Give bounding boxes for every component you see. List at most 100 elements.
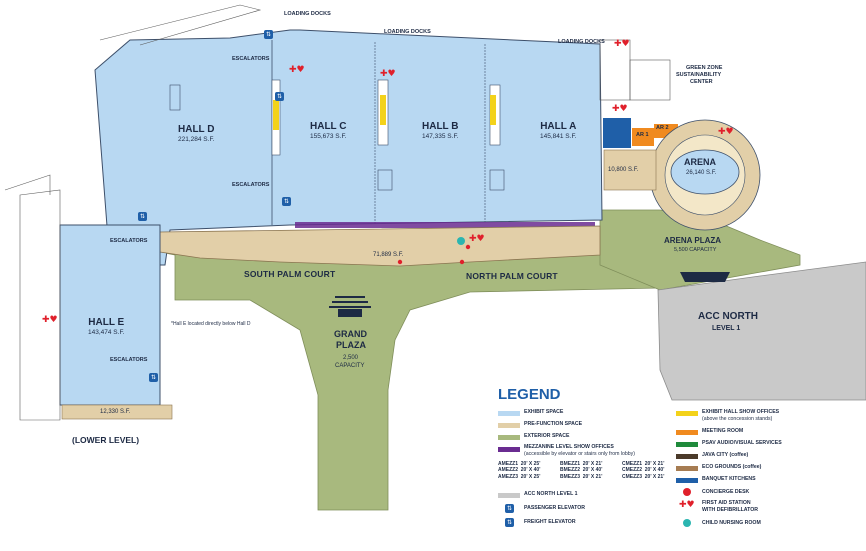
- first-aid-icon: ✚♥: [289, 65, 305, 75]
- escalators-label-4: ESCALATORS: [110, 357, 148, 363]
- hall-d-label: HALL D 221,284 S.F.: [178, 125, 215, 144]
- legend-passenger-elevator: PASSENGER ELEVATOR: [524, 505, 586, 511]
- arena-label: ARENA: [684, 157, 717, 167]
- legend-swatch-banquet: [676, 478, 698, 483]
- prefunction-area: 71,889 S.F.: [373, 252, 404, 258]
- first-aid-icon: ✚♥: [469, 234, 485, 244]
- legend-mezzanine-note: (accessible by elevator or stairs only f…: [524, 451, 635, 457]
- legend-java: JAVA CITY (coffee): [702, 452, 749, 458]
- loading-docks-label-1: LOADING DOCKS: [284, 11, 331, 17]
- acc-north-label: ACC NORTH: [698, 311, 758, 322]
- hall-e-label: HALL E 143,474 S.F.: [88, 318, 125, 337]
- loading-docks-label-2: LOADING DOCKS: [384, 29, 431, 35]
- first-aid-icon: ✚♥: [614, 39, 630, 49]
- hall-b-label: HALL B 147,335 S.F.: [422, 122, 459, 141]
- legend-mezz-c: CMEZZ1 20' X 21' CMEZZ2 20' X 40' CMEZZ3…: [622, 461, 665, 480]
- hall-c-label: HALL C 155,673 S.F.: [310, 122, 347, 141]
- south-palm-court-label: SOUTH PALM COURT: [244, 269, 336, 279]
- legend-nursing: CHILD NURSING ROOM: [702, 520, 761, 526]
- hall-e-prefunction-area: 12,330 S.F.: [100, 409, 131, 415]
- legend-nursing-icon: [683, 519, 691, 527]
- legend-acc-north: ACC NORTH LEVEL 1: [524, 491, 578, 497]
- legend-hall-show: EXHIBIT HALL SHOW OFFICES: [702, 409, 780, 415]
- legend-swatch-java: [676, 454, 698, 459]
- hall-d-area: 221,284 S.F.: [178, 136, 215, 143]
- passenger-elevator-icon: ⇅: [282, 197, 291, 206]
- legend-swatch-exterior: [498, 435, 520, 440]
- legend-concierge: CONCIERGE DESK: [702, 489, 750, 495]
- legend-title: LEGEND: [498, 386, 561, 403]
- hall-e-area: [59, 224, 161, 406]
- legend-mezz-a: AMEZZ1 20' X 25' AMEZZ2 20' X 40' AMEZZ3…: [498, 461, 541, 480]
- arena-plaza-label: ARENA PLAZA: [664, 236, 722, 245]
- hall-c-area: 155,673 S.F.: [310, 133, 347, 140]
- legend-swatch-eco: [676, 466, 698, 471]
- hall-e-note: *Hall E located directly below Hall D: [171, 321, 251, 327]
- legend-mezz-b: BMEZZ1 20' X 21' BMEZZ2 20' X 40' BMEZZ3…: [560, 461, 603, 480]
- legend-banquet: BANQUET KITCHENS: [702, 476, 756, 482]
- legend-passenger-elevator-icon: ⇅: [505, 504, 514, 513]
- hall-e-name: HALL E: [88, 317, 125, 328]
- freight-elevator-icon: ⇅: [149, 373, 158, 382]
- arena-plaza-capacity: 5,500 CAPACITY: [674, 247, 717, 253]
- legend-swatch-mezzanine: [498, 447, 520, 452]
- ar1-label: AR 1: [636, 132, 649, 138]
- first-aid-icon: ✚♥: [380, 69, 396, 79]
- loading-docks-label-3: LOADING DOCKS: [558, 39, 605, 45]
- legend-swatch-acc-north: [498, 493, 520, 498]
- escalators-label-2: ESCALATORS: [232, 182, 270, 188]
- hall-b-area: 147,335 S.F.: [422, 133, 459, 140]
- hall-d-name: HALL D: [178, 124, 215, 135]
- legend-first-aid-2: WITH DEFIBRILLATOR: [702, 507, 758, 513]
- legend-first-aid: FIRST AID STATION: [702, 500, 751, 506]
- escalators-label-1: ESCALATORS: [232, 56, 270, 62]
- first-aid-icon: ✚♥: [42, 315, 58, 325]
- green-zone-label: GREEN ZONE: [686, 65, 723, 71]
- acc-north-level-label: LEVEL 1: [712, 325, 741, 332]
- hall-e-area: 143,474 S.F.: [88, 329, 125, 336]
- escalators-label-3: ESCALATORS: [110, 238, 148, 244]
- ar2-label: AR 2: [656, 125, 669, 131]
- legend-hall-show-note: (above the concession stands): [702, 416, 773, 422]
- first-aid-icon: ✚♥: [718, 127, 734, 137]
- arena-area: 26,140 S.F.: [686, 170, 717, 176]
- legend-eco: ECO GROUNDS (coffee): [702, 464, 762, 470]
- grand-plaza-shelter: [329, 296, 371, 317]
- legend-exhibit: EXHIBIT SPACE: [524, 409, 564, 415]
- legend-swatch-psav: [676, 442, 698, 447]
- arena-floor: [670, 149, 740, 195]
- grand-plaza-capacity-label: CAPACITY: [335, 363, 365, 369]
- north-palm-court-label: NORTH PALM COURT: [466, 271, 558, 281]
- first-aid-icon: ✚♥: [612, 104, 628, 114]
- passenger-elevator-icon: ⇅: [275, 92, 284, 101]
- passenger-elevator-icon: ⇅: [264, 30, 273, 39]
- grand-label: GRAND: [334, 329, 367, 339]
- legend-swatch-hall-show: [676, 411, 698, 416]
- legend-meeting: MEETING ROOM: [702, 428, 744, 434]
- legend-psav: PSAV AUDIO/VISUAL SERVICES: [702, 440, 782, 446]
- legend-freight-elevator: FREIGHT ELEVATOR: [524, 519, 576, 525]
- freight-elevator-icon: ⇅: [138, 212, 147, 221]
- legend-swatch-exhibit: [498, 411, 520, 416]
- legend-freight-elevator-icon: ⇅: [505, 518, 514, 527]
- acc-north-area: [657, 261, 866, 401]
- hall-b-name: HALL B: [422, 121, 459, 132]
- hall-c-name: HALL C: [310, 121, 347, 132]
- arena-prefunction-area: 10,800 S.F.: [608, 167, 639, 173]
- plaza-label: PLAZA: [336, 340, 366, 350]
- hall-a-name: HALL A: [540, 121, 577, 132]
- hall-a-label: HALL A 145,841 S.F.: [540, 122, 577, 141]
- sustainability-label: SUSTAINABILITY: [676, 72, 722, 78]
- legend-prefunction: PRE-FUNCTION SPACE: [524, 421, 583, 427]
- hall-a-area: 145,841 S.F.: [540, 133, 577, 140]
- legend-first-aid-icon: ✚♥: [679, 500, 695, 510]
- legend-concierge-icon: [683, 488, 691, 496]
- prefunction-space: [159, 225, 601, 267]
- lower-level-label: (LOWER LEVEL): [72, 435, 140, 445]
- legend-exterior: EXTERIOR SPACE: [524, 433, 570, 439]
- legend-swatch-meeting: [676, 430, 698, 435]
- center-label: CENTER: [690, 79, 713, 85]
- legend-mezzanine: MEZZANINE LEVEL SHOW OFFICES: [524, 444, 614, 450]
